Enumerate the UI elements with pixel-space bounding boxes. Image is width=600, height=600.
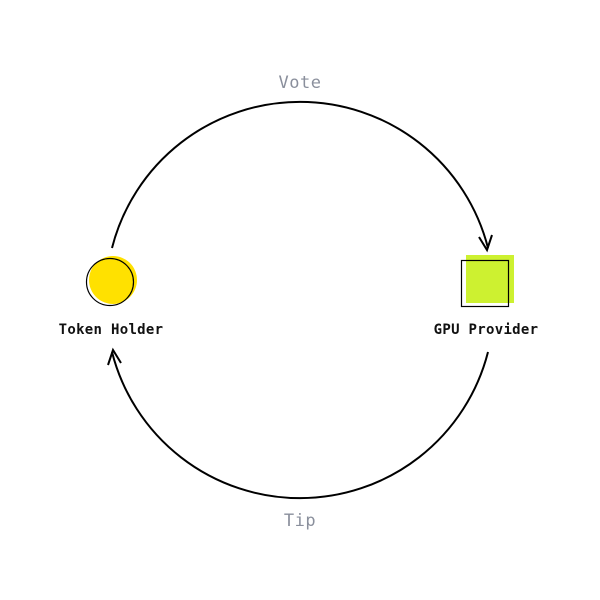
vote-edge-label: Vote [278, 73, 322, 93]
gpu-provider-node-fill [466, 255, 514, 303]
gpu-provider-label: GPU Provider [433, 322, 539, 338]
gpu-provider-node-outline [460, 259, 510, 308]
token-holder-label: Token Holder [58, 322, 164, 338]
tip-edge-arrowhead [107, 347, 122, 366]
tip-edge-arc [111, 351, 489, 500]
tip-edge-label: Tip [283, 511, 317, 531]
vote-edge-arrowhead [478, 234, 493, 253]
token-holder-node-fill [89, 256, 137, 304]
vote-edge-arc [111, 100, 489, 249]
token-holder-node-outline [85, 257, 135, 307]
